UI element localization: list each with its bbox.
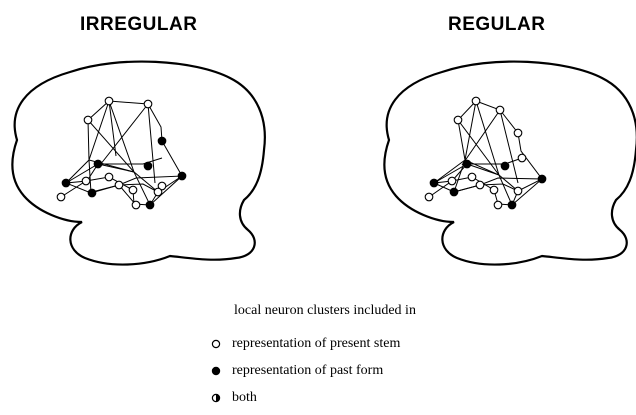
legend-label: representation of present stem (232, 336, 401, 351)
regular-nodes (424, 96, 547, 210)
filled-circle-icon (211, 366, 221, 376)
legend-label: both (232, 390, 257, 405)
regular-network (383, 60, 636, 266)
irregular-brain-outline (11, 60, 266, 266)
irregular-network (11, 60, 266, 266)
legend-item-both: both (210, 389, 257, 407)
regular-brain-outline (383, 60, 636, 266)
regular-connections (428, 100, 544, 207)
open-circle-icon (211, 339, 221, 349)
brain-diagrams (11, 60, 636, 266)
legend-label: representation of past form (232, 363, 384, 378)
irregular-nodes (56, 96, 187, 210)
panel-title-regular: REGULAR (448, 14, 546, 35)
legend-title: local neuron clusters included in (234, 303, 416, 318)
irregular-connections (60, 100, 184, 207)
legend-item-present-stem: representation of present stem (210, 335, 400, 353)
legend-item-past-form: representation of past form (210, 362, 383, 380)
half-filled-circle-icon (211, 393, 221, 403)
panel-title-irregular: IRREGULAR (80, 14, 198, 35)
